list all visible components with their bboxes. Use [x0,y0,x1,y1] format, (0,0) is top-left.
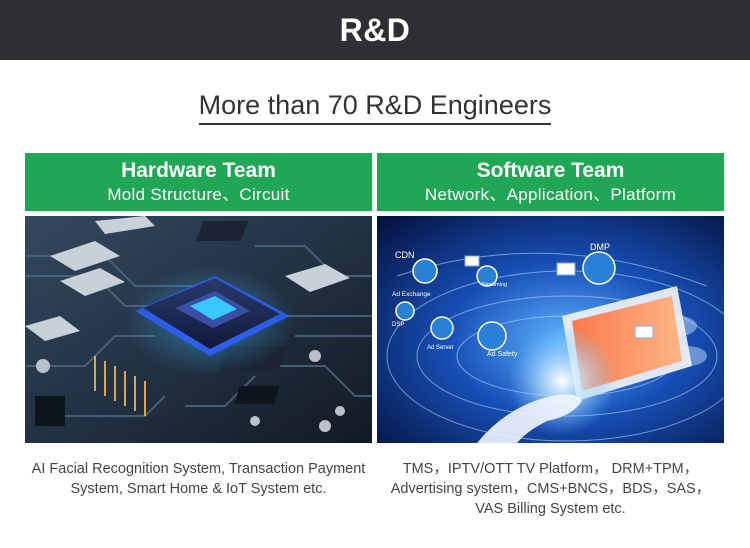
ad-exchange-label: Ad Exchange [392,291,431,298]
hardware-description: AI Facial Recognition System, Transactio… [31,461,366,497]
streaming-label: Streaming [482,282,507,288]
ad-safety-label: Ad Safety [487,351,518,358]
cdn-label: CDN [395,250,415,260]
network-hand-image: CDN DMP Streaming Ad Exchange DSP Ad Ser… [377,216,724,443]
software-team-title: Software Team [476,159,625,182]
hardware-team-card: Hardware Team Mold Structure、Circuit [25,153,372,443]
software-team-card: Software Team Network、Application、Platfo… [377,153,724,443]
hardware-team-subtitle: Mold Structure、Circuit [107,185,290,204]
page-title: R&D [339,11,411,48]
dmp-label: DMP [590,242,610,252]
software-description: TMS，IPTV/OTT TV Platform， DRM+TPM，Advert… [390,461,711,517]
headline-text: More than 70 R&D Engineers [198,90,552,125]
software-team-header: Software Team Network、Application、Platfo… [377,153,724,211]
header-bar: R&D [0,0,750,60]
dsp-label: DSP [392,322,404,328]
hardware-team-title: Hardware Team [121,159,276,182]
circuit-board-image [25,216,372,443]
ad-server-label: Ad Server [427,345,454,351]
headline: More than 70 R&D Engineers [0,90,750,125]
hardware-team-header: Hardware Team Mold Structure、Circuit [25,153,372,211]
software-team-subtitle: Network、Application、Platform [424,185,677,204]
